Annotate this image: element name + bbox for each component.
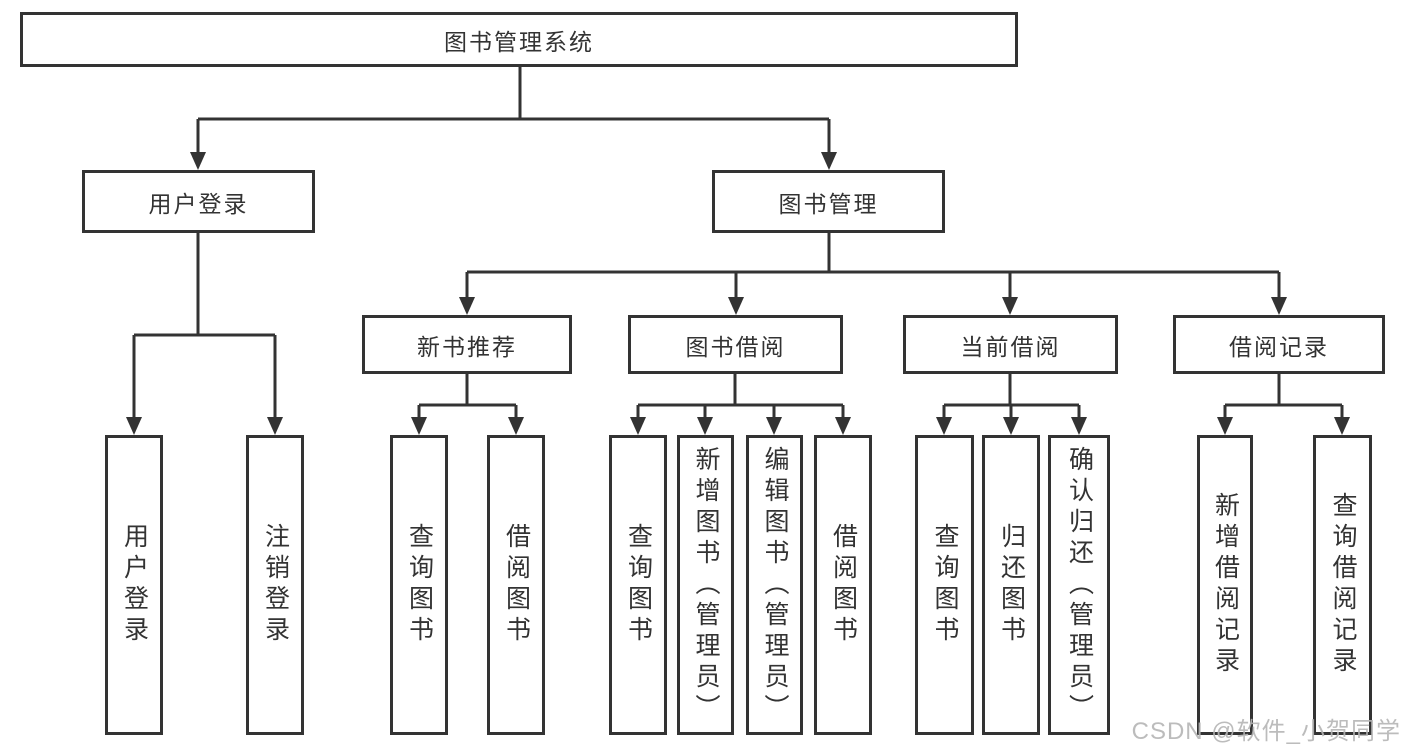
node-leaf-borrow-books-2: 借阅图书 — [814, 435, 872, 735]
node-label: 借阅记录 — [1229, 333, 1329, 360]
node-borrowing-records: 借阅记录 — [1173, 315, 1385, 374]
node-leaf-add-borrow-record: 新增借阅记录 — [1197, 435, 1253, 735]
connector-borrowing-records-to-leaves — [1223, 374, 1344, 421]
node-label: 查询图书 — [931, 523, 959, 647]
node-book-borrowing: 图书借阅 — [628, 315, 843, 374]
connector-root-to-level2 — [196, 67, 831, 156]
node-label: 查询图书 — [405, 523, 434, 647]
node-label: 图书借阅 — [685, 333, 786, 360]
node-current-borrowing: 当前借阅 — [903, 315, 1118, 374]
node-library-system: 图书管理系统 — [20, 12, 1018, 67]
node-leaf-logout: 注销登录 — [246, 435, 304, 735]
node-label: 当前借阅 — [960, 333, 1061, 360]
node-label: 图书管理系统 — [444, 28, 594, 55]
connector-user-login-to-leaves — [132, 233, 277, 421]
node-label: 新增图书（管理员） — [692, 445, 720, 725]
node-leaf-confirm-return-admin: 确认归还（管理员） — [1048, 435, 1110, 735]
node-label: 编辑图书（管理员） — [761, 445, 789, 725]
connector-book-borrowing-to-leaves — [636, 374, 845, 421]
node-label: 查询借阅记录 — [1329, 492, 1357, 678]
node-book-management: 图书管理 — [712, 170, 945, 233]
node-label: 查询图书 — [624, 523, 653, 647]
node-leaf-query-books-3: 查询图书 — [915, 435, 974, 735]
node-leaf-query-borrow-record: 查询借阅记录 — [1313, 435, 1372, 735]
node-label: 借阅图书 — [502, 523, 531, 647]
node-label: 用户登录 — [148, 190, 249, 217]
node-leaf-user-login: 用户登录 — [105, 435, 163, 735]
node-leaf-add-book-admin: 新增图书（管理员） — [677, 435, 734, 735]
node-label: 借阅图书 — [829, 523, 858, 647]
node-leaf-query-books-1: 查询图书 — [390, 435, 448, 735]
node-leaf-query-books-2: 查询图书 — [609, 435, 667, 735]
connector-new-book-recommend-to-leaves — [417, 374, 518, 421]
connector-current-borrowing-to-leaves — [942, 374, 1081, 421]
node-label: 新增借阅记录 — [1211, 492, 1240, 678]
node-label: 新书推荐 — [417, 333, 517, 360]
node-label: 归还图书 — [997, 523, 1026, 647]
node-label: 图书管理 — [778, 190, 879, 217]
node-leaf-return-books: 归还图书 — [982, 435, 1040, 735]
node-label: 注销登录 — [261, 523, 290, 647]
node-leaf-borrow-books-1: 借阅图书 — [487, 435, 545, 735]
node-label: 确认归还（管理员） — [1065, 445, 1094, 725]
csdn-watermark: CSDN @软件_小贺同学 — [1131, 718, 1401, 745]
node-label: 用户登录 — [120, 523, 149, 647]
node-leaf-edit-book-admin: 编辑图书（管理员） — [746, 435, 803, 735]
node-user-login: 用户登录 — [82, 170, 315, 233]
node-new-book-recommend: 新书推荐 — [362, 315, 572, 374]
arrowheads — [126, 152, 1350, 435]
connector-book-management-to-level3 — [465, 233, 1281, 301]
